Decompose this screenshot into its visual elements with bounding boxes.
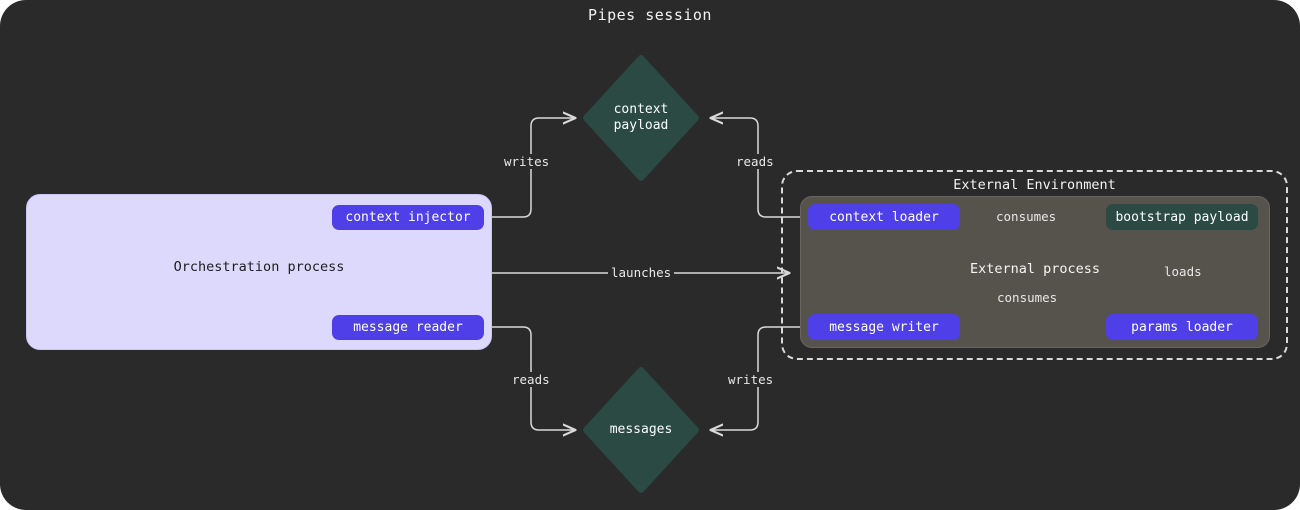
node-bootstrap-payload[interactable]: bootstrap payload [1106, 204, 1258, 230]
node-message-writer[interactable]: message writer [808, 314, 960, 340]
edge-label-writes-bottom: writes [725, 372, 777, 387]
context-payload-label-line1: context [613, 101, 669, 117]
node-messages[interactable]: messages [583, 367, 699, 493]
node-context-injector[interactable]: context injector [332, 205, 484, 230]
node-context-loader[interactable]: context loader [808, 204, 960, 230]
edge-label-reads-bottom: reads [509, 372, 553, 387]
messages-label: messages [583, 367, 699, 493]
cluster-external-process-label: External process [969, 261, 1101, 277]
page-title: Pipes session [588, 6, 712, 24]
context-payload-shape [583, 55, 699, 181]
messages-label-line1: messages [609, 421, 673, 437]
cluster-external-environment-label: External Environment [953, 177, 1116, 193]
edge-label-loads: loads [1161, 264, 1205, 279]
node-message-reader[interactable]: message reader [332, 315, 484, 340]
node-context-payload[interactable]: context payload [583, 55, 699, 181]
edge-label-consumes-context-loader: consumes [993, 209, 1060, 224]
edge-label-writes-top: writes [501, 154, 553, 169]
edge-label-consumes-message-writer: consumes [994, 290, 1061, 305]
node-params-loader[interactable]: params loader [1106, 314, 1258, 340]
context-payload-label: context payload [583, 55, 699, 181]
cluster-external-environment: External Environment [781, 170, 1288, 360]
context-payload-label-line2: payload [613, 118, 669, 133]
edge-label-reads-top: reads [733, 154, 777, 169]
cluster-orchestration-label: Orchestration process [173, 259, 345, 275]
messages-shape [583, 367, 699, 493]
edge-label-launches: launches [608, 265, 675, 280]
